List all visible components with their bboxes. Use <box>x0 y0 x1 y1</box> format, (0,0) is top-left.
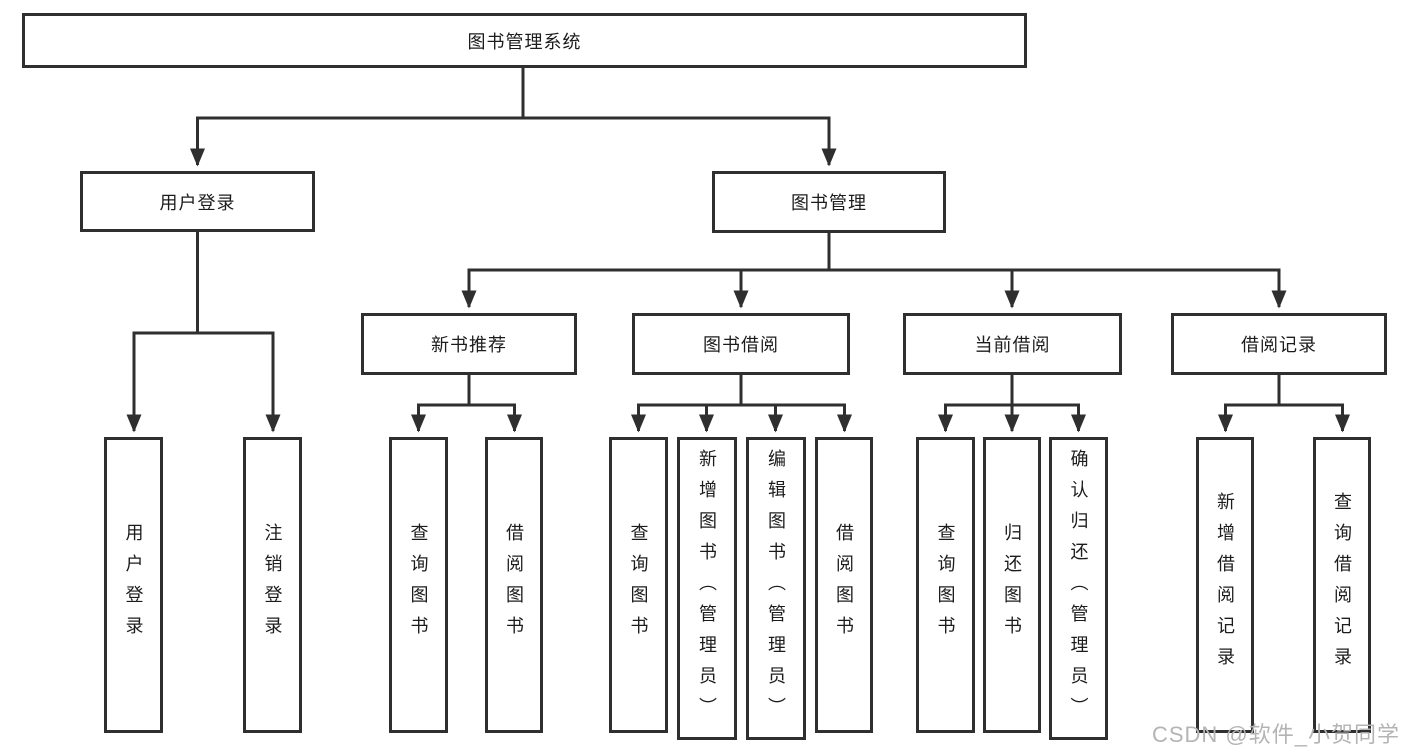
leaf-label-user-login: 用户登录 <box>123 523 144 647</box>
leaf-box-user-login: 用户登录 <box>104 437 163 733</box>
leaf-label-query-books-3: 查询图书 <box>935 523 956 647</box>
leaf-box-logout: 注销登录 <box>243 437 302 733</box>
leaf-box-add-borrow-record: 新增借阅记录 <box>1196 437 1254 733</box>
node-box-user-login: 用户登录 <box>80 171 315 232</box>
node-box-system: 图书管理系统 <box>22 13 1027 68</box>
connector-user-login-branch <box>132 230 275 335</box>
leaf-label-query-books-2: 查询图书 <box>628 523 649 647</box>
leaf-label-query-borrow-record: 查询借阅记录 <box>1332 492 1352 678</box>
node-label-new-book-recommend: 新书推荐 <box>431 335 507 355</box>
leaf-label-edit-book-admin: 编辑图书（管理员） <box>766 449 786 728</box>
watermark: CSDN @软件_小贺同学 <box>1151 722 1400 747</box>
leaf-label-return-books: 归还图书 <box>1002 523 1022 647</box>
connector-book-borrow-branch <box>637 373 846 407</box>
leaf-label-query-books-1: 查询图书 <box>408 523 429 647</box>
leaf-label-borrow-books-2: 借阅图书 <box>834 523 854 647</box>
node-box-book-management: 图书管理 <box>712 171 946 233</box>
node-label-system: 图书管理系统 <box>467 31 582 52</box>
leaf-label-logout: 注销登录 <box>262 523 283 647</box>
node-box-book-borrow: 图书借阅 <box>632 313 850 375</box>
leaf-label-borrow-books-1: 借阅图书 <box>504 523 524 647</box>
leaf-label-confirm-return-admin: 确认归还（管理员） <box>1068 449 1089 728</box>
node-box-new-book-recommend: 新书推荐 <box>361 313 577 375</box>
leaf-label-add-borrow-record: 新增借阅记录 <box>1215 492 1235 678</box>
leaf-box-borrow-books-1: 借阅图书 <box>485 437 543 733</box>
leaf-box-edit-book-admin: 编辑图书（管理员） <box>746 437 806 740</box>
connector-frames <box>132 66 1344 407</box>
node-label-book-management: 图书管理 <box>791 193 867 213</box>
node-label-user-login: 用户登录 <box>159 192 236 213</box>
leaf-box-query-books-3: 查询图书 <box>916 437 975 733</box>
node-label-book-borrow: 图书借阅 <box>703 335 779 355</box>
node-label-current-borrow: 当前借阅 <box>974 335 1051 355</box>
leaf-label-add-book-admin: 新增图书（管理员） <box>697 449 717 728</box>
connector-current-borrow-branch <box>944 373 1080 407</box>
connector-borrow-records-branch <box>1224 373 1344 407</box>
connector-book-management-branch <box>467 231 1281 272</box>
node-box-borrow-records: 借阅记录 <box>1171 313 1387 375</box>
connector-arrows <box>126 118 1350 433</box>
node-label-borrow-records: 借阅记录 <box>1241 335 1317 355</box>
leaf-box-add-book-admin: 新增图书（管理员） <box>677 437 737 740</box>
leaf-box-borrow-books-2: 借阅图书 <box>815 437 873 733</box>
leaf-box-confirm-return-admin: 确认归还（管理员） <box>1049 437 1108 740</box>
leaf-box-query-books-2: 查询图书 <box>609 437 668 733</box>
connector-new-book-branch <box>417 373 516 407</box>
connector-root-to-level2 <box>196 66 831 120</box>
leaf-box-query-books-1: 查询图书 <box>389 437 448 733</box>
leaf-box-return-books: 归还图书 <box>983 437 1041 733</box>
leaf-box-query-borrow-record: 查询借阅记录 <box>1313 437 1371 733</box>
node-box-current-borrow: 当前借阅 <box>903 313 1122 375</box>
